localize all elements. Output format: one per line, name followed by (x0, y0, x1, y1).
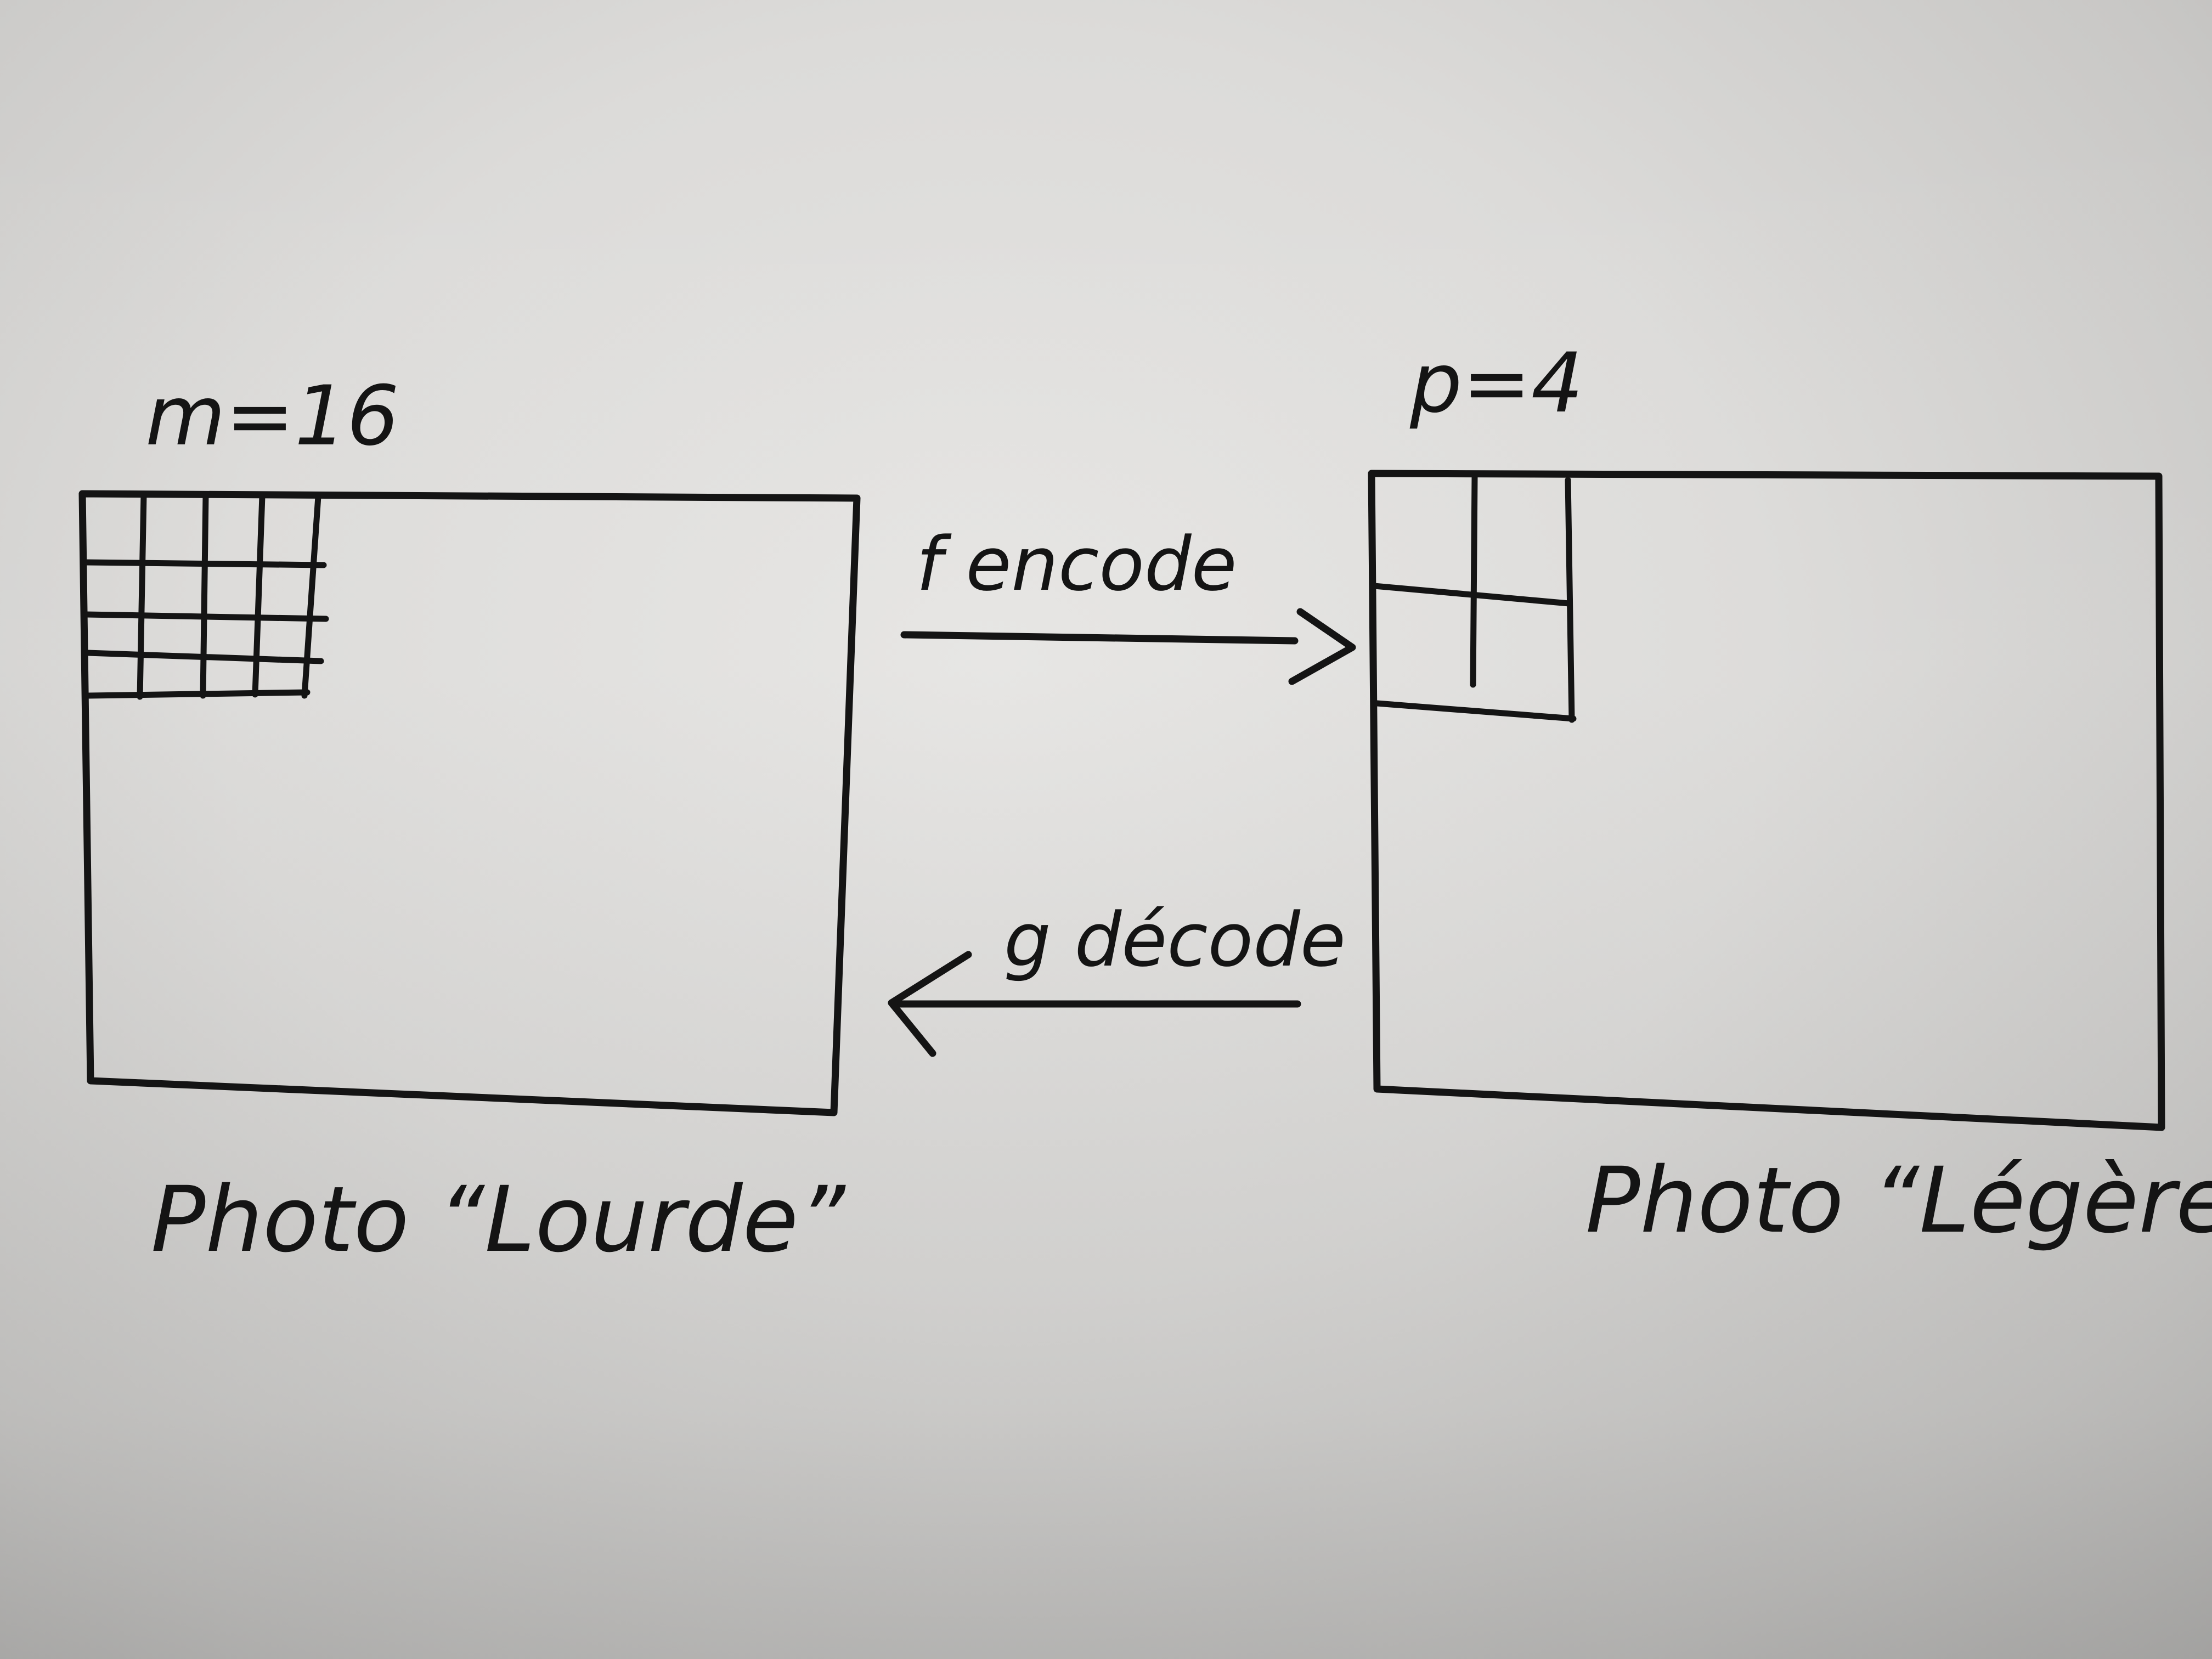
encode-arrow-head (1288, 608, 1356, 685)
grid-line-h1 (1371, 583, 1572, 607)
heavy-photo-caption: Photo “Lourde” (151, 1167, 846, 1272)
decode-label: g décode (1004, 897, 1346, 983)
grid-line-v1 (1470, 474, 1478, 688)
grid-line-v2 (1565, 477, 1575, 723)
encode-arrow: f encode (900, 521, 1356, 685)
heavy-photo-pixel-grid (82, 492, 329, 700)
light-photo-caption: Photo “Légère” (1585, 1148, 2212, 1253)
grid-line-h2 (1374, 700, 1577, 722)
encode-label: f encode (916, 521, 1237, 607)
grid-line-h1 (82, 559, 327, 568)
grid-line-h3 (84, 650, 324, 664)
grid-line-v1 (137, 492, 147, 700)
decode-arrow: g décode (888, 897, 1346, 1057)
light-photo-pixel-count: p=4 (1409, 336, 1583, 431)
decode-arrow-head (888, 951, 972, 1057)
grid-line-h4 (86, 689, 311, 699)
grid-line-h2 (83, 611, 329, 622)
heavy-photo-pixel-count: m=16 (145, 369, 399, 464)
heavy-photo-border (78, 490, 861, 1116)
heavy-photo-frame: m=16 Photo “Lourde” (78, 369, 861, 1272)
encode-arrow-shaft (900, 631, 1299, 645)
grid-line-v2 (200, 492, 209, 699)
light-photo-border (1368, 470, 2165, 1131)
light-photo-pixel-grid (1371, 474, 1577, 723)
grid-line-v4 (301, 493, 321, 699)
light-photo-frame: p=4 Photo “Légère” (1368, 336, 2212, 1253)
grid-line-v3 (252, 493, 266, 698)
